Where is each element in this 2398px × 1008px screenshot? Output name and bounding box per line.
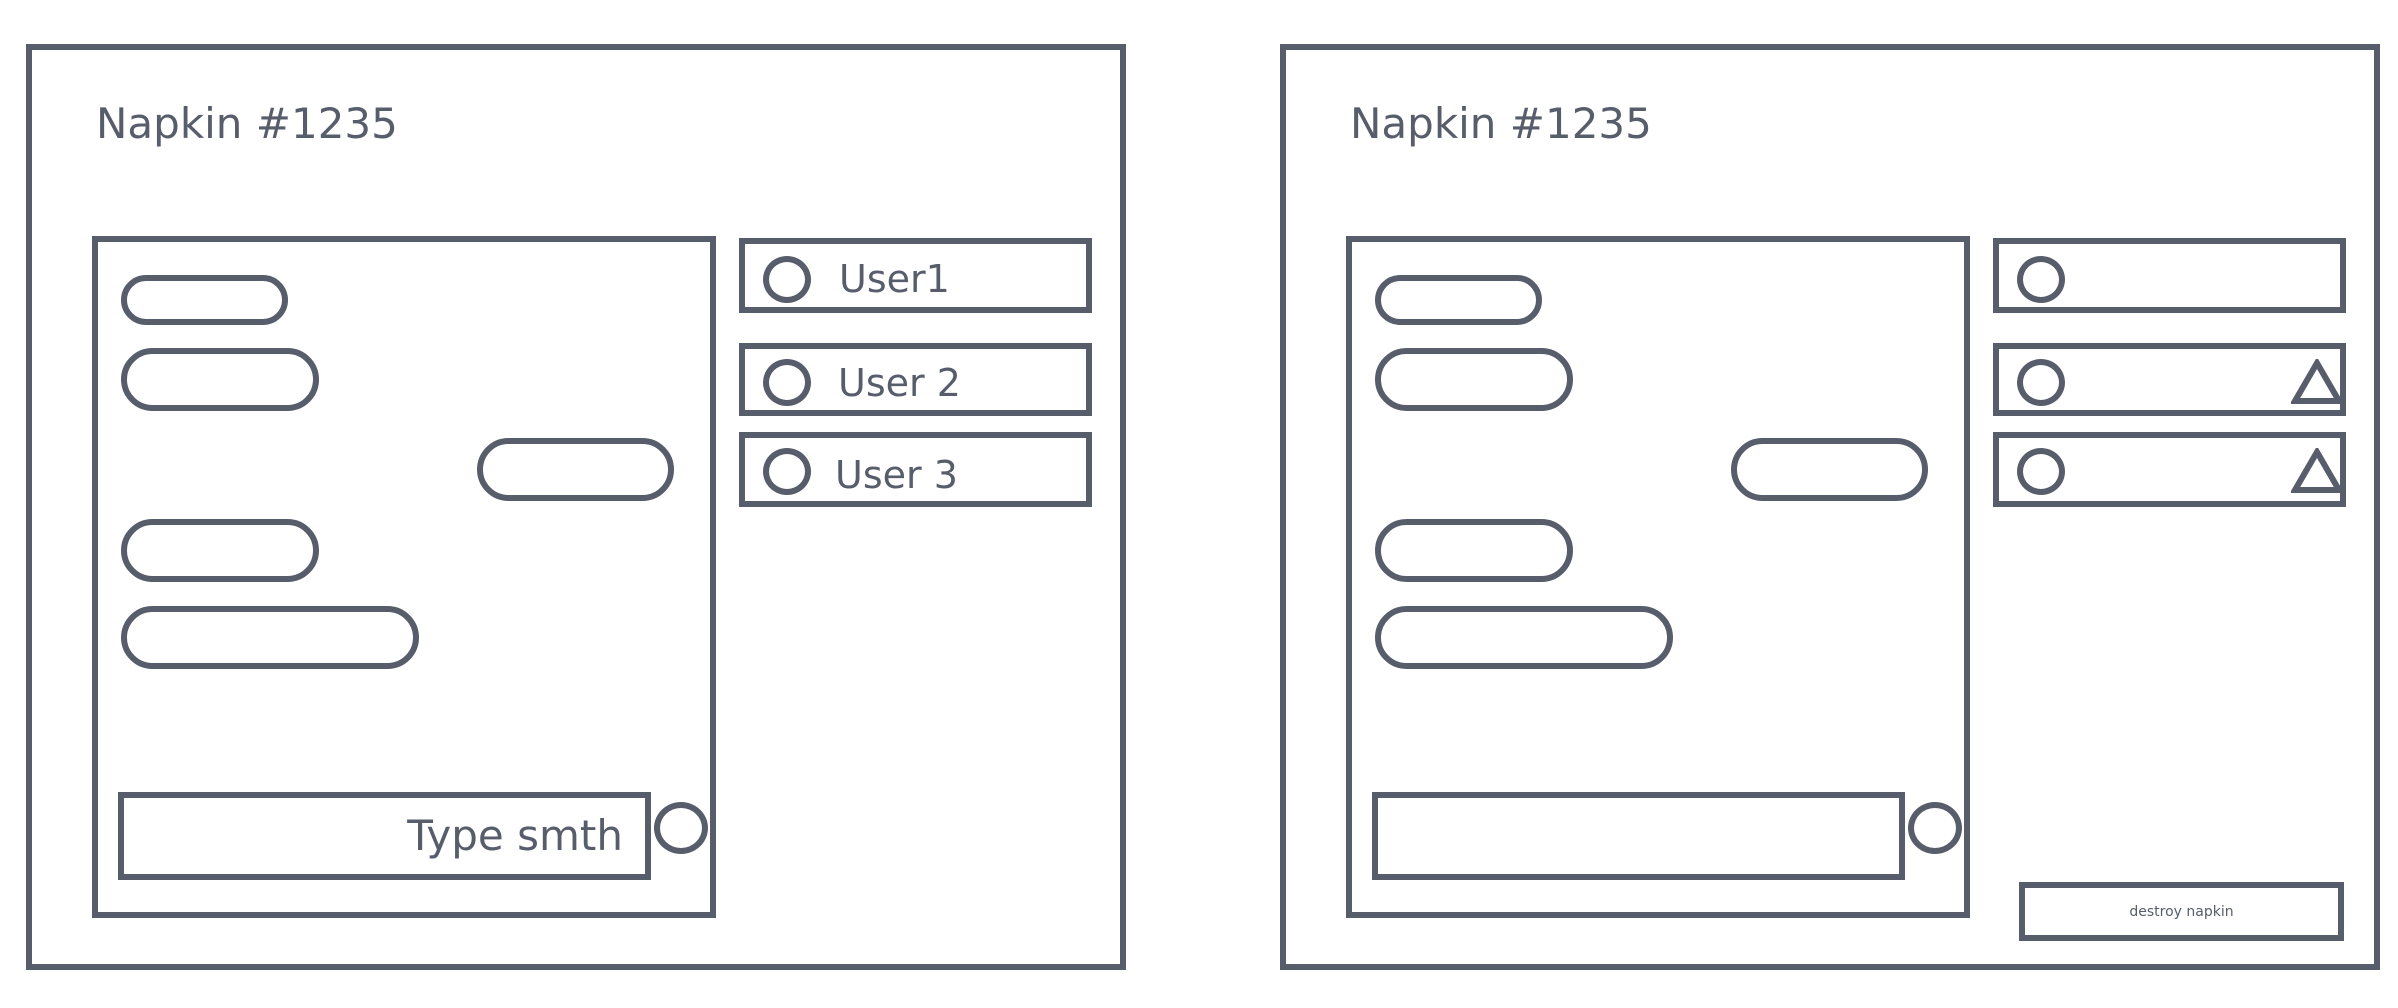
message-bubble bbox=[121, 348, 319, 411]
message-bubble bbox=[1375, 275, 1542, 325]
user-item[interactable]: User 3 bbox=[739, 432, 1092, 507]
triangle-icon[interactable] bbox=[2291, 359, 2343, 405]
avatar-icon bbox=[2017, 256, 2065, 303]
triangle-icon[interactable] bbox=[2291, 448, 2343, 494]
napkin-frame-right bbox=[1280, 44, 2380, 970]
user-name: User 3 bbox=[835, 453, 958, 497]
avatar-icon bbox=[2017, 359, 2065, 406]
user-name: User1 bbox=[839, 257, 950, 301]
send-button[interactable] bbox=[654, 802, 708, 854]
user-name: User 2 bbox=[838, 361, 961, 405]
page-title-left: Napkin #1235 bbox=[96, 99, 398, 148]
message-bubble bbox=[1375, 519, 1573, 582]
avatar-icon bbox=[763, 448, 811, 495]
user-item[interactable] bbox=[1993, 238, 2346, 313]
chat-area-left bbox=[92, 236, 716, 918]
user-item[interactable]: User1 bbox=[739, 238, 1092, 313]
user-item[interactable]: User 2 bbox=[739, 343, 1092, 416]
user-item[interactable] bbox=[1993, 343, 2346, 416]
message-input[interactable] bbox=[1372, 792, 1905, 880]
page-title-right: Napkin #1235 bbox=[1350, 99, 1652, 148]
user-item[interactable] bbox=[1993, 432, 2346, 507]
message-bubble bbox=[1375, 348, 1573, 411]
message-bubble bbox=[121, 275, 288, 325]
message-bubble bbox=[121, 519, 319, 582]
send-button[interactable] bbox=[1908, 802, 1962, 854]
message-bubble-own bbox=[477, 438, 674, 501]
chat-area-right bbox=[1346, 236, 1970, 918]
message-bubble bbox=[121, 606, 419, 669]
avatar-icon bbox=[763, 256, 811, 303]
avatar-icon bbox=[2017, 448, 2065, 495]
message-input-text: Type smth bbox=[407, 811, 623, 860]
message-bubble bbox=[1375, 606, 1673, 669]
message-bubble-own bbox=[1731, 438, 1928, 501]
destroy-napkin-label: destroy napkin bbox=[2129, 903, 2234, 920]
destroy-napkin-button[interactable]: destroy napkin bbox=[2019, 882, 2344, 941]
avatar-icon bbox=[763, 359, 811, 406]
message-input[interactable]: Type smth bbox=[118, 792, 651, 880]
napkin-frame-left bbox=[26, 44, 1126, 970]
